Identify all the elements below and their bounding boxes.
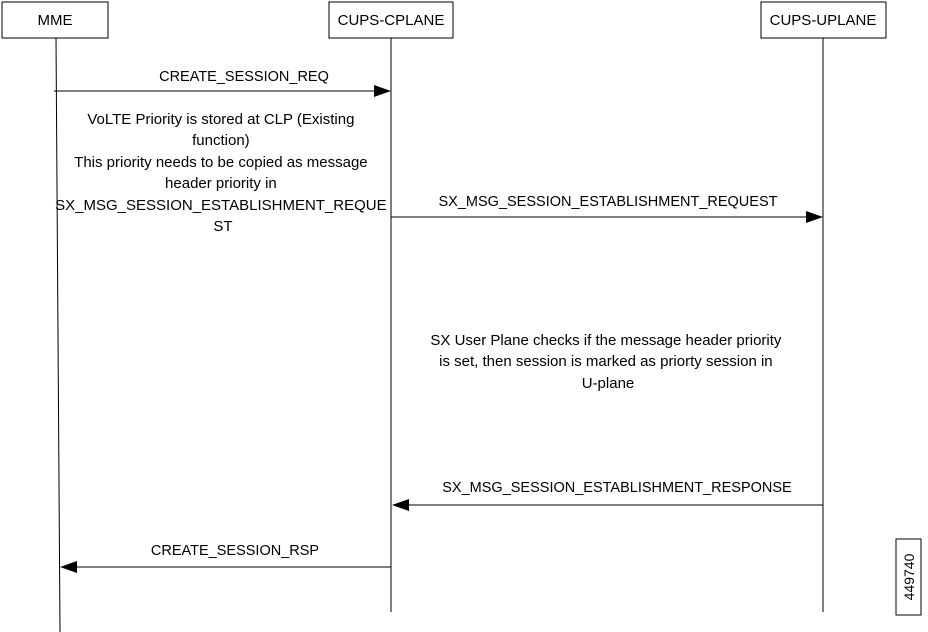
note-line: SX_MSG_SESSION_ESTABLISHMENT_REQUE <box>55 197 387 214</box>
note-volte-priority: VoLTE Priority is stored at CLP (Existin… <box>55 111 391 235</box>
note-line: function) <box>192 132 250 149</box>
note-line: SX User Plane checks if the message head… <box>430 332 781 349</box>
note-line: VoLTE Priority is stored at CLP (Existin… <box>87 111 354 128</box>
arrowhead-left <box>60 561 77 573</box>
participant-cups-cplane: CUPS-CPLANE <box>328 1 454 39</box>
message-create-session-req: CREATE_SESSION_REQ <box>54 69 391 97</box>
message-label-create-session-rsp: CREATE_SESSION_RSP <box>151 543 319 559</box>
message-sx-session-establishment-request: SX_MSG_SESSION_ESTABLISHMENT_REQUEST <box>391 194 823 223</box>
message-label-sx-session-establishment-response: SX_MSG_SESSION_ESTABLISHMENT_RESPONSE <box>442 480 792 496</box>
note-line: This priority needs to be copied as mess… <box>74 154 368 171</box>
message-label-create-session-req: CREATE_SESSION_REQ <box>159 69 329 85</box>
participant-cups-uplane: CUPS-UPLANE <box>760 1 887 39</box>
note-line: ST <box>213 218 232 235</box>
participant-label-cups-uplane: CUPS-UPLANE <box>770 12 877 29</box>
note-line: is set, then session is marked as priort… <box>439 353 772 370</box>
arrowhead-right <box>806 211 823 223</box>
arrowhead-left <box>392 499 409 511</box>
message-sx-session-establishment-response: SX_MSG_SESSION_ESTABLISHMENT_RESPONSE <box>392 480 823 511</box>
figure-number-label: 449740 <box>901 553 917 600</box>
participant-mme: MME <box>1 1 109 39</box>
message-label-sx-session-establishment-request: SX_MSG_SESSION_ESTABLISHMENT_REQUEST <box>439 194 778 210</box>
participant-label-mme: MME <box>38 12 73 29</box>
note-line: header priority in <box>165 175 277 192</box>
message-create-session-rsp: CREATE_SESSION_RSP <box>60 543 391 573</box>
note-line: U-plane <box>582 375 635 392</box>
arrowhead-right <box>374 85 391 97</box>
note-uplane-check: SX User Plane checks if the message head… <box>430 332 785 392</box>
figure-number: 449740 <box>895 538 922 616</box>
participant-label-cups-cplane: CUPS-CPLANE <box>338 12 445 29</box>
lifeline-mme <box>55 37 61 632</box>
